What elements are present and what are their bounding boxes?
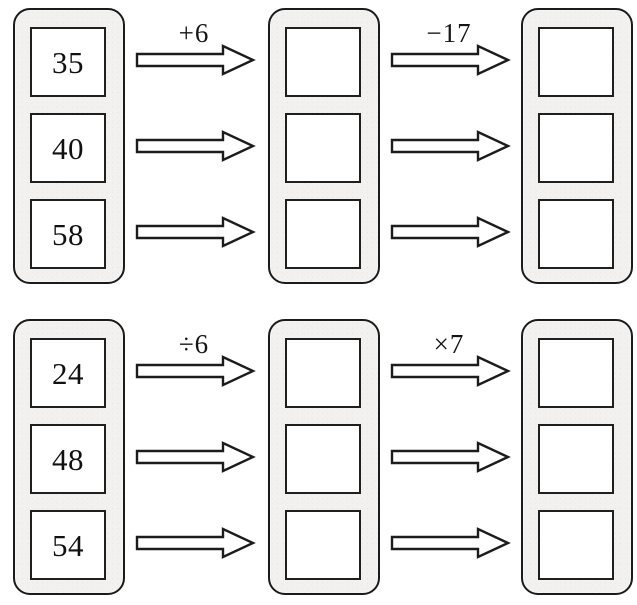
cell-output-row-top-1[interactable] (538, 113, 614, 183)
cell-value: 24 (52, 355, 84, 391)
operator-label-row-bottom-2: ×7 (433, 329, 465, 359)
cell-value: 40 (52, 130, 84, 166)
right-block-arrow-icon (390, 526, 511, 560)
cell-input-row-top-0[interactable]: 35 (30, 27, 106, 97)
cell-middle-row-top-0[interactable] (285, 27, 361, 97)
right-block-arrow-icon (135, 526, 256, 560)
cell-value: 58 (52, 216, 84, 252)
cell-output-row-top-0[interactable] (538, 27, 614, 97)
cell-middle-row-bottom-2[interactable] (285, 510, 361, 580)
right-block-arrow-icon (390, 43, 511, 77)
right-block-arrow-icon (390, 129, 511, 163)
cell-value: 48 (52, 441, 84, 477)
panel-input-row-top: 35 40 58 (13, 8, 125, 284)
right-block-arrow-icon (390, 215, 511, 249)
arrow-group-row-bottom-stage-2: ×7 (385, 319, 513, 595)
right-block-arrow-icon (390, 354, 511, 388)
panel-middle-row-top (268, 8, 380, 284)
cell-value: 35 (52, 44, 84, 80)
right-block-arrow-icon (135, 129, 256, 163)
cell-middle-row-bottom-0[interactable] (285, 338, 361, 408)
cell-input-row-bottom-2[interactable]: 54 (30, 510, 106, 580)
cell-middle-row-bottom-1[interactable] (285, 424, 361, 494)
right-block-arrow-icon (135, 215, 256, 249)
cell-value: 54 (52, 527, 84, 563)
cell-middle-row-top-1[interactable] (285, 113, 361, 183)
cell-input-row-top-2[interactable]: 58 (30, 199, 106, 269)
arrow-group-row-top-stage-2: −17 (385, 8, 513, 284)
right-block-arrow-icon (135, 440, 256, 474)
cell-input-row-top-1[interactable]: 40 (30, 113, 106, 183)
panel-middle-row-bottom (268, 319, 380, 595)
panel-output-row-bottom (521, 319, 633, 595)
panel-output-row-top (521, 8, 633, 284)
operator-label-row-bottom-1: ÷6 (178, 329, 210, 359)
function-machine-row-top: 35 40 58 +6 (0, 4, 637, 294)
cell-output-row-bottom-0[interactable] (538, 338, 614, 408)
right-block-arrow-icon (135, 43, 256, 77)
panel-input-row-bottom: 24 48 54 (13, 319, 125, 595)
cell-output-row-bottom-1[interactable] (538, 424, 614, 494)
function-machine-row-bottom: 24 48 54 ÷6 (0, 315, 637, 605)
cell-output-row-bottom-2[interactable] (538, 510, 614, 580)
cell-input-row-bottom-1[interactable]: 48 (30, 424, 106, 494)
right-block-arrow-icon (135, 354, 256, 388)
arrow-group-row-bottom-stage-1: ÷6 (130, 319, 258, 595)
operator-label-row-top-2: −17 (426, 18, 472, 48)
cell-middle-row-top-2[interactable] (285, 199, 361, 269)
right-block-arrow-icon (390, 440, 511, 474)
arrow-group-row-top-stage-1: +6 (130, 8, 258, 284)
operator-label-row-top-1: +6 (178, 18, 210, 48)
cell-output-row-top-2[interactable] (538, 199, 614, 269)
cell-input-row-bottom-0[interactable]: 24 (30, 338, 106, 408)
